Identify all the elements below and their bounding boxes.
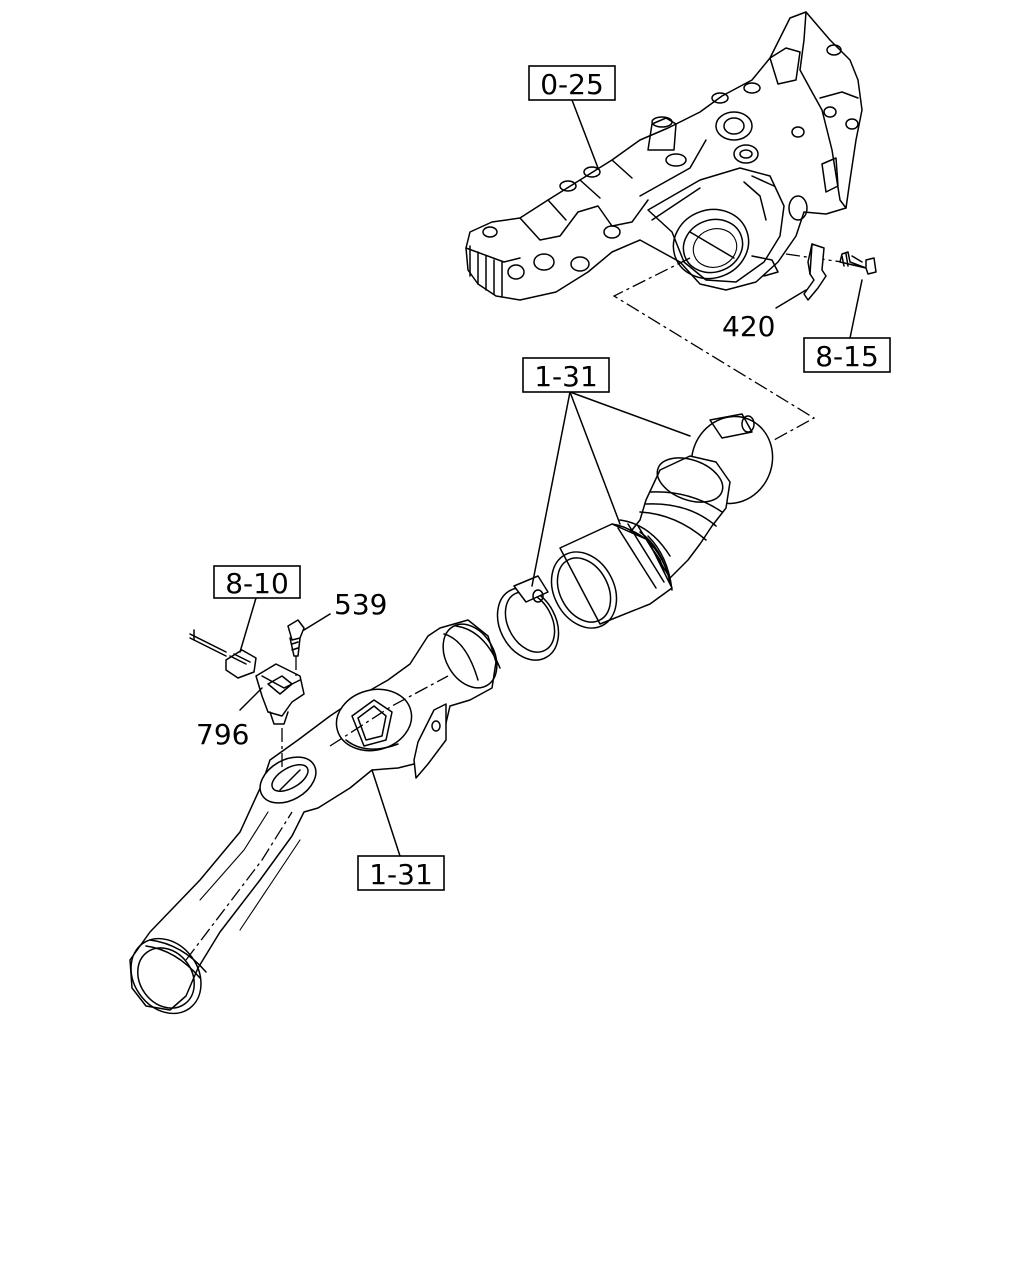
callout-539[interactable]: 539 [334,588,387,621]
air-pipe-drawing [129,619,501,1015]
callout-label: 420 [722,310,775,343]
callout-box [357,855,445,891]
bracket-420-drawing [803,243,827,301]
dash-throttle-to-hose [612,257,816,441]
leader-8-10 [239,597,257,653]
callout-box [528,65,616,101]
leader-420 [775,289,807,309]
callout-8-10[interactable]: 8-10 [213,565,301,600]
callout-label: 0-25 [540,68,604,101]
hose-elbow-drawing [550,413,774,629]
callout-796[interactable]: 796 [196,718,249,751]
sensor-assembly-drawing [189,597,331,770]
callout-label: 1-31 [369,858,433,891]
callout-8-15[interactable]: 8-15 [803,337,891,373]
callout-label: 1-31 [534,360,598,393]
callout-label: 539 [334,588,387,621]
bolt-8-15-drawing [839,251,877,275]
callout-box [213,565,301,599]
callout-1-31-hose[interactable]: 1-31 [522,357,610,393]
callout-box [803,337,891,373]
leader-539 [303,613,331,631]
callout-label: 8-15 [815,340,879,373]
leader-1-31-pipe [371,769,401,857]
callout-label: 8-10 [225,567,289,600]
leader-0-25 [571,99,599,169]
leader-8-15 [849,279,863,339]
callout-420[interactable]: 420 [722,310,775,343]
leader-796 [239,687,263,711]
callout-1-31-pipe[interactable]: 1-31 [357,855,445,891]
callout-label: 796 [196,718,249,751]
callout-0-25[interactable]: 0-25 [528,65,616,101]
leaders-1-31-top [531,391,691,587]
hose-clamp-drawing [496,575,560,661]
callout-box [522,357,610,393]
intake-manifold-drawing [465,11,863,301]
